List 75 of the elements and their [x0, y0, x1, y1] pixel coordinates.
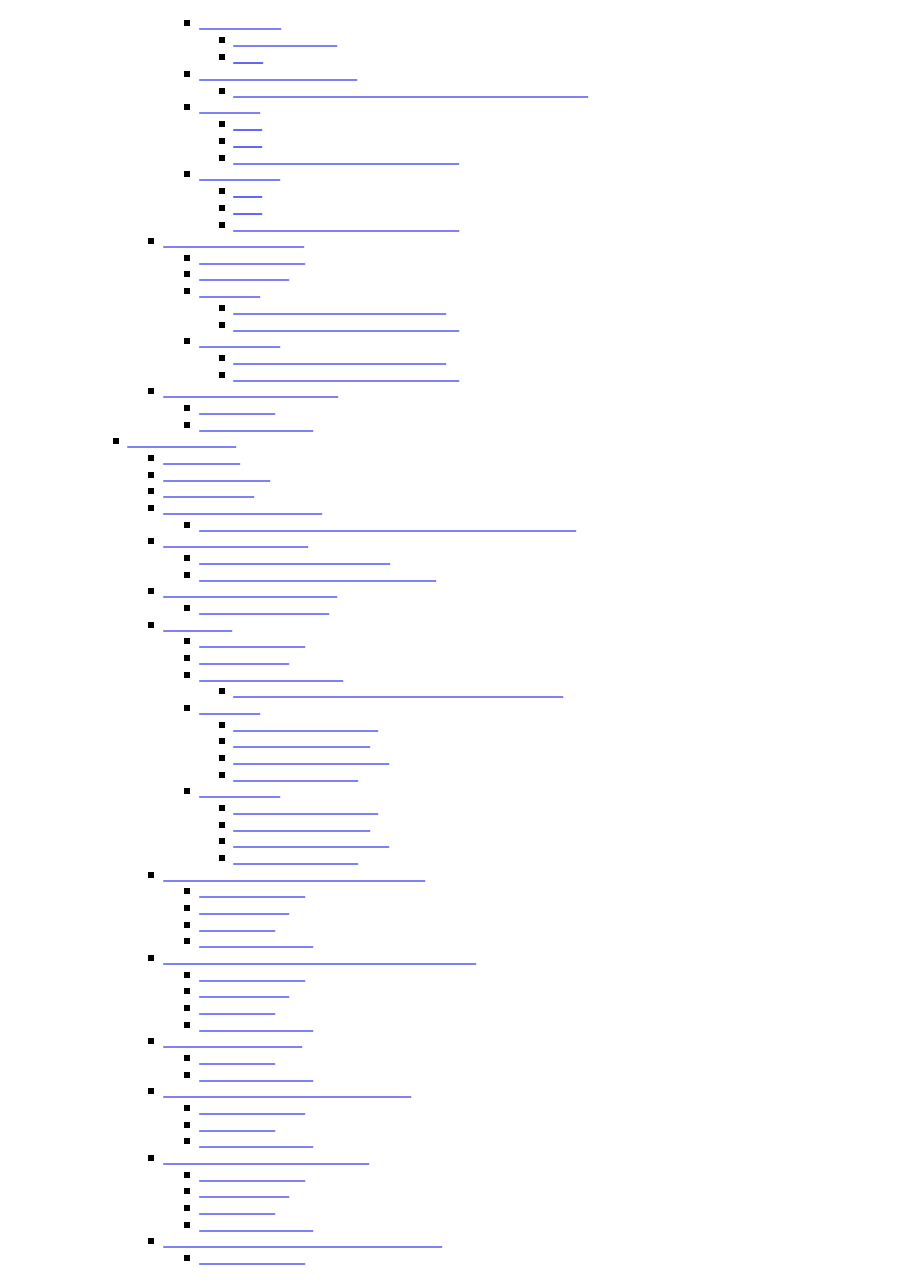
link-underline: [163, 596, 338, 598]
link-underline: [199, 1013, 276, 1015]
link-underline: [199, 296, 261, 298]
link-underline: [199, 913, 290, 915]
link-underline: [199, 613, 330, 615]
link-underline: [199, 1213, 276, 1215]
link-underline: [163, 1163, 370, 1165]
link-underline: [233, 146, 263, 148]
link-underline: [199, 28, 282, 30]
link-underline: [233, 830, 371, 832]
link-underline: [233, 763, 390, 765]
link-underline: [163, 1096, 412, 1098]
link-underline: [199, 680, 344, 682]
link-underline: [233, 863, 359, 865]
link-underline: [233, 96, 589, 98]
link-underline: [199, 179, 281, 181]
link-underline: [163, 546, 309, 548]
link-underline: [199, 1230, 314, 1232]
link-underline: [199, 980, 306, 982]
link-underline: [163, 246, 305, 248]
link-underline: [233, 813, 379, 815]
link-underline: [163, 480, 271, 482]
link-underline: [233, 45, 338, 47]
link-underline: [199, 263, 306, 265]
link-underline: [163, 513, 323, 515]
link-underline: [233, 313, 447, 315]
link-underline: [233, 196, 263, 198]
link-underline: [199, 996, 290, 998]
link-underline: [233, 163, 460, 165]
link-underline: [199, 930, 276, 932]
link-underline: [163, 880, 426, 882]
link-underline: [233, 780, 359, 782]
link-underline: [199, 79, 358, 81]
link-underline: [199, 112, 261, 114]
link-underline: [233, 730, 379, 732]
link-underline: [163, 630, 233, 632]
link-underline: [233, 746, 371, 748]
link-underline: [199, 796, 281, 798]
link-underline: [233, 213, 263, 215]
link-underline: [233, 230, 460, 232]
link-underline: [199, 346, 281, 348]
link-underline: [199, 279, 290, 281]
link-underline: [199, 1113, 306, 1115]
link-underline: [163, 396, 339, 398]
link-underline: [199, 530, 577, 532]
link-underline: [233, 380, 460, 382]
link-underline: [163, 463, 241, 465]
link-underline: [127, 446, 237, 448]
link-underline: [233, 696, 564, 698]
link-underline: [199, 1063, 276, 1065]
link-underline: [233, 846, 390, 848]
link-underline: [199, 1030, 314, 1032]
link-underline: [199, 430, 314, 432]
link-underline: [199, 1080, 314, 1082]
link-underline: [199, 663, 290, 665]
link-underline: [233, 363, 447, 365]
link-underline: [199, 713, 261, 715]
link-underline: [199, 646, 306, 648]
link-underline: [163, 1246, 443, 1248]
link-underline: [233, 62, 264, 64]
link-underline: [199, 896, 306, 898]
link-underline: [199, 1146, 314, 1148]
link-underline: [199, 1180, 306, 1182]
link-underline: [163, 496, 255, 498]
link-underline: [199, 1130, 276, 1132]
link-underline: [199, 946, 314, 948]
link-underline: [163, 1046, 303, 1048]
link-underline: [199, 1196, 290, 1198]
link-underline: [199, 563, 391, 565]
link-underline: [233, 129, 263, 131]
link-underline: [199, 580, 437, 582]
link-underline: [199, 413, 276, 415]
link-underline: [199, 1263, 306, 1265]
link-underline: [163, 963, 477, 965]
link-underline: [233, 330, 460, 332]
